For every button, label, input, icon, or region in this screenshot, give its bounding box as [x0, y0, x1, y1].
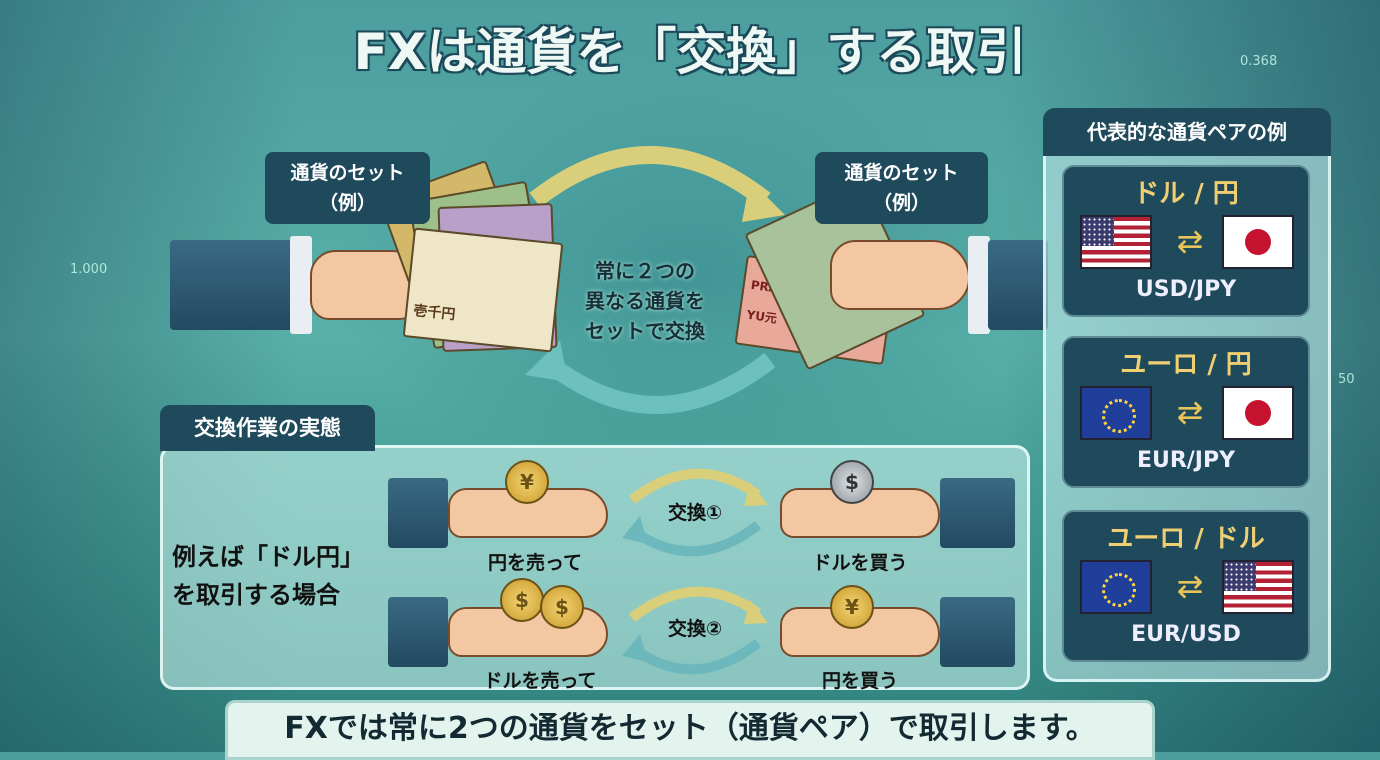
yen-banknote: 壱千円 — [402, 227, 564, 353]
swap-icon: ⇄ — [1176, 393, 1204, 431]
right-hand — [830, 240, 970, 310]
center-line: セットで交換 — [585, 319, 705, 343]
swap-icon: ⇄ — [1176, 567, 1204, 605]
exchange-section-tab: 交換作業の実態 — [160, 405, 375, 451]
example-line: 例えば「ドル円」 — [172, 543, 364, 571]
right-currency-set-label: 通貨のセット （例） — [815, 152, 988, 224]
pair-code: EUR/JPY — [1136, 448, 1236, 473]
footer-banner: FXでは常に2つの通貨をセット（通貨ペア）で取引します。 — [225, 700, 1155, 760]
dollar-coin-stack: $ — [830, 460, 874, 504]
chart-tick-label: 50 — [1338, 372, 1355, 387]
japan-flag-icon — [1222, 215, 1294, 269]
center-line: 常に２つの — [595, 259, 695, 283]
center-line: 異なる通貨を — [585, 289, 705, 313]
label-line: 通貨のセット — [844, 162, 959, 184]
label-line: 通貨のセット — [290, 162, 405, 184]
pair-card-eur-jpy: ユーロ / 円 ⇄ EUR/JPY — [1062, 336, 1310, 488]
sell-label: 円を売って — [487, 552, 583, 574]
dollar-coin-stack: $ — [540, 585, 584, 629]
left-currency-set-label: 通貨のセット （例） — [265, 152, 430, 224]
center-explanation: 常に２つの 異なる通貨を セットで交換 — [560, 256, 730, 346]
us-flag-icon — [1080, 215, 1152, 269]
example-text: 例えば「ドル円」 を取引する場合 — [172, 538, 377, 614]
pair-code: USD/JPY — [1135, 277, 1237, 302]
eu-flag-icon — [1080, 560, 1152, 614]
exchange-step-label: 交換① — [667, 502, 723, 524]
pair-card-usd-jpy: ドル / 円 ⇄ USD/JPY — [1062, 165, 1310, 317]
dollar-coin-stack: $ — [500, 578, 544, 622]
sleeve — [388, 478, 448, 548]
yen-coin-stack: ¥ — [505, 460, 549, 504]
exchange-arrows-icon — [525, 146, 785, 414]
right-cuff — [968, 236, 990, 334]
page-title: FXは通貨を「交換」する取引 — [353, 23, 1027, 81]
right-sleeve — [988, 240, 1048, 330]
swap-icon: ⇄ — [1176, 222, 1204, 260]
sleeve — [940, 597, 1015, 667]
sell-label: ドルを売って — [483, 670, 597, 692]
chart-tick-label: 1.000 — [70, 262, 108, 277]
left-sleeve — [170, 240, 295, 330]
pair-name: ユーロ / ドル — [1107, 524, 1265, 554]
japan-flag-icon — [1222, 386, 1294, 440]
sleeve — [388, 597, 448, 667]
pair-code: EUR/USD — [1131, 622, 1241, 647]
exchange-cycle-icon — [622, 586, 768, 675]
buy-label: ドルを買う — [812, 552, 908, 574]
left-cuff — [290, 236, 312, 334]
pair-name: ユーロ / 円 — [1120, 350, 1252, 380]
buyer-hand — [780, 488, 940, 538]
currency-pairs-heading: 代表的な通貨ペアの例 — [1043, 108, 1331, 156]
bill-text: YU元 — [745, 307, 778, 326]
pair-card-eur-usd: ユーロ / ドル ⇄ EUR/USD — [1062, 510, 1310, 662]
pair-name: ドル / 円 — [1133, 179, 1239, 209]
yen-coin-stack: ¥ — [830, 585, 874, 629]
exchange-cycle-icon — [622, 468, 768, 557]
exchange-step-label: 交換② — [667, 618, 723, 640]
sleeve — [940, 478, 1015, 548]
eu-flag-icon — [1080, 386, 1152, 440]
label-line: （例） — [318, 192, 376, 214]
buy-label: 円を買う — [821, 670, 898, 692]
us-flag-icon — [1222, 560, 1294, 614]
label-line: （例） — [872, 192, 930, 214]
chart-tick-label: 0.368 — [1240, 54, 1278, 69]
example-line: を取引する場合 — [172, 581, 340, 609]
